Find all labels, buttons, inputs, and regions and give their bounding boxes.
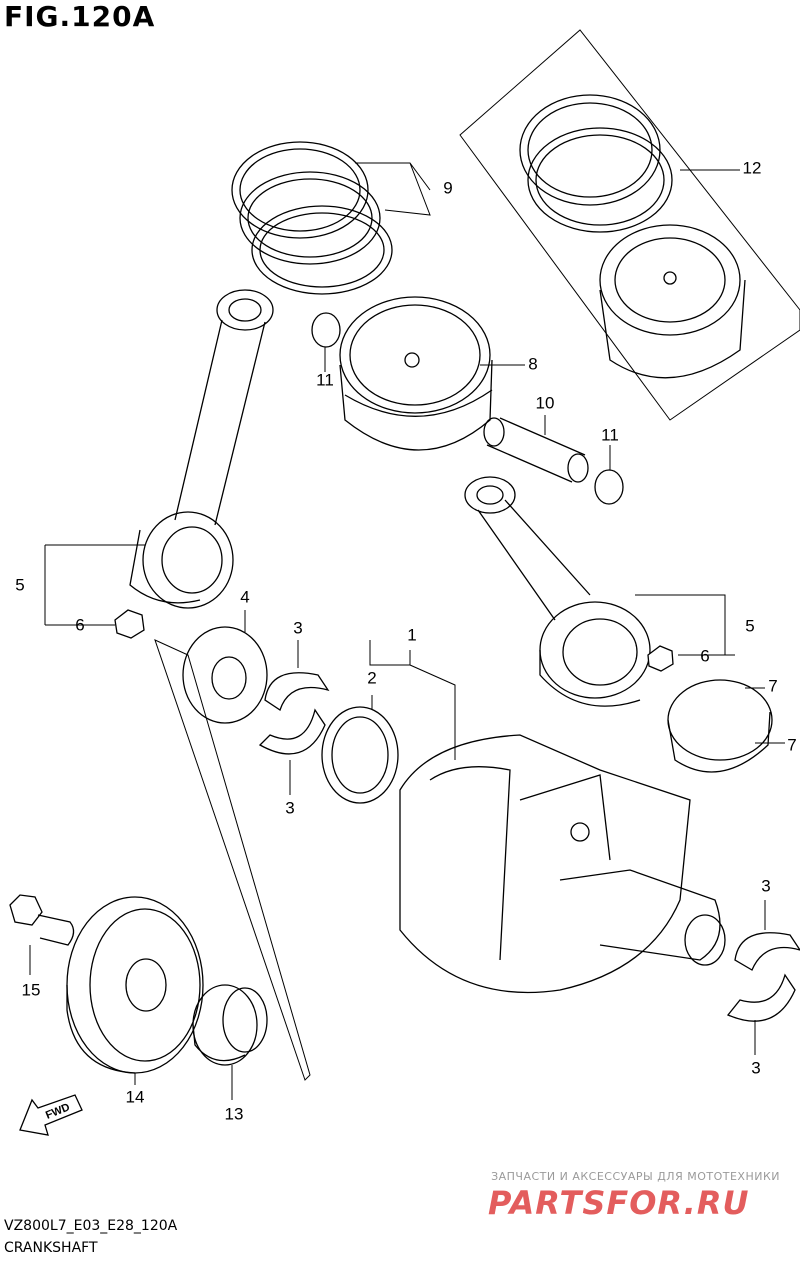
callout-7-bottom: 7 [787,735,797,755]
bearing-left [258,672,330,755]
conrod-left [129,289,274,609]
callout-5-left: 5 [15,575,25,595]
callout-1: 1 [407,625,417,645]
nut-left [114,609,145,639]
watermark-brand: PARTSFOR.RU [488,1184,750,1222]
figure-title: FIG.120A [4,0,156,33]
callout-3-bottom-right: 3 [751,1058,761,1078]
gear-outline [154,639,311,1081]
callout-7-top: 7 [768,676,778,696]
primary-gear [66,896,204,1074]
section-name: CRANKSHAFT [4,1240,98,1256]
callout-3-bottom-left: 3 [285,798,295,818]
circlip-right [594,469,624,505]
leader-lines [29,162,785,1100]
piston-pin [483,417,589,483]
bearing-right-conrod [667,679,773,773]
callout-15: 15 [21,980,41,1000]
thrust-washer [182,626,268,724]
callout-9: 9 [443,178,453,198]
model-code: VZ800L7_E03_E28_120A [4,1218,178,1234]
callout-13: 13 [224,1104,244,1124]
callout-5-right: 5 [745,616,755,636]
callout-3-top-right: 3 [761,876,771,896]
crankshaft [399,734,726,994]
piston-set-box [459,29,800,421]
conrod-right [464,476,651,707]
circlip-left [311,312,341,348]
callout-12: 12 [742,158,762,178]
callout-2: 2 [367,668,377,688]
callout-4: 4 [240,587,250,607]
callout-6-left: 6 [75,615,85,635]
journal-ring [321,706,399,804]
callout-11-right: 11 [601,425,619,445]
fwd-arrow-icon [19,1094,83,1136]
callout-8: 8 [528,354,538,374]
nut-right [647,645,674,672]
spline-gear [192,984,268,1066]
callout-6-right: 6 [700,646,710,666]
bolt [9,894,75,946]
piston-rings [231,141,393,295]
watermark-tagline: ЗАПЧАСТИ И АКСЕССУАРЫ ДЛЯ МОТОТЕХНИКИ [491,1170,780,1183]
bearing-right [726,932,800,1022]
callout-11-left: 11 [316,370,334,390]
callout-14: 14 [125,1087,145,1107]
piston [339,296,493,451]
callout-3-top-left: 3 [293,618,303,638]
callout-10: 10 [535,393,555,413]
